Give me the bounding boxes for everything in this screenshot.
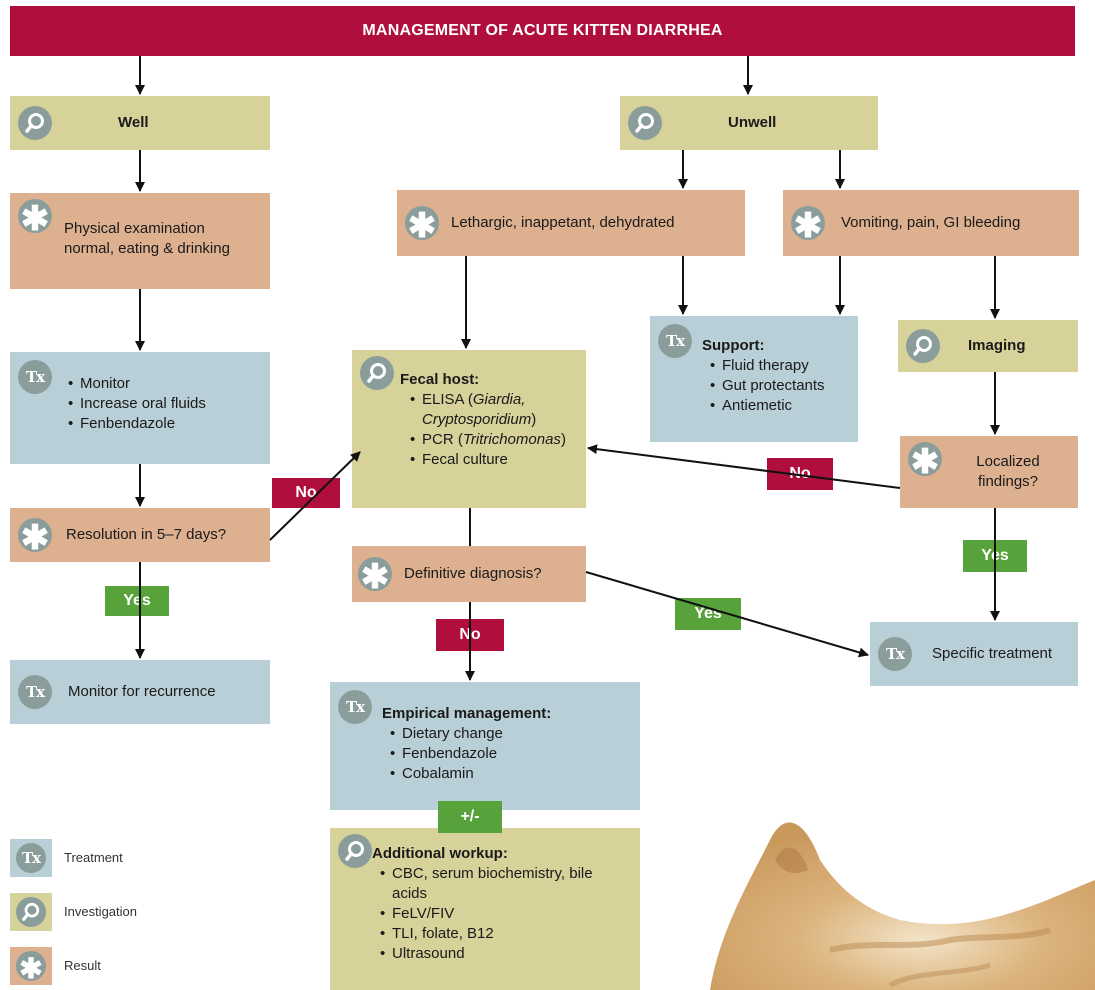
additional-list: CBC, serum biochemistry, bile acids FeLV… <box>374 864 602 964</box>
list-item: PCR (Tritrichomonas) <box>410 430 566 450</box>
monitor-treatment-box: Tx Monitor Increase oral fluids Fenbenda… <box>10 352 270 464</box>
empirical-list: Dietary change Fenbendazole Cobalamin <box>384 724 551 784</box>
well-label: Well <box>118 114 149 131</box>
unwell-label: Unwell <box>728 114 777 131</box>
resolution-box: ✱ Resolution in 5–7 days? <box>10 508 270 562</box>
support-list: Fluid therapy Gut protectants Antiemetic <box>704 356 825 416</box>
treatment-icon: Tx <box>16 843 46 873</box>
lethargic-box: ✱ Lethargic, inappetant, dehydrated <box>397 190 745 256</box>
monitor-recurrence-text: Monitor for recurrence <box>68 683 216 700</box>
support-title: Support: <box>702 337 765 354</box>
list-item: Antiemetic <box>710 396 825 416</box>
result-icon: ✱ <box>16 951 46 984</box>
investigation-icon <box>360 356 394 390</box>
treatment-icon: Tx <box>338 690 372 724</box>
investigation-icon <box>628 106 662 140</box>
specific-treatment-box: Tx Specific treatment <box>870 622 1078 686</box>
legend-investigation-label: Investigation <box>64 904 137 919</box>
localized-findings-text: Localized findings? <box>976 453 1040 490</box>
result-icon: ✱ <box>358 557 392 594</box>
yes-tag: Yes <box>105 586 169 616</box>
plus-minus-tag: +/- <box>438 801 502 833</box>
list-item: Ultrasound <box>380 944 602 964</box>
specific-treatment-text: Specific treatment <box>932 645 1053 662</box>
list-item: Monitor <box>68 374 206 394</box>
list-item: FeLV/FIV <box>380 904 602 924</box>
physical-exam-box: ✱ Physical examination normal, eating & … <box>10 193 270 289</box>
arrow <box>585 571 869 658</box>
monitor-list: Monitor Increase oral fluids Fenbendazol… <box>62 374 206 434</box>
result-icon: ✱ <box>791 206 825 243</box>
support-box: Tx Support: Fluid therapy Gut protectant… <box>650 316 858 442</box>
lethargic-text: Lethargic, inappetant, dehydrated <box>451 214 675 231</box>
legend-result: ✱ Result <box>10 946 170 986</box>
yes-tag: Yes <box>675 598 741 630</box>
result-icon: ✱ <box>18 518 52 555</box>
investigation-icon <box>16 897 46 927</box>
list-item: Dietary change <box>390 724 551 744</box>
well-box: Well <box>10 96 270 150</box>
unwell-box: Unwell <box>620 96 878 150</box>
fecal-host-box: Fecal host: ELISA (Giardia,Cryptosporidi… <box>352 350 586 508</box>
localized-findings-box: ✱ Localized findings? <box>900 436 1078 508</box>
list-item: Fluid therapy <box>710 356 825 376</box>
investigation-icon <box>906 329 940 363</box>
imaging-box: Imaging <box>898 320 1078 372</box>
arrow <box>269 451 361 541</box>
physical-exam-text: Physical examination normal, eating & dr… <box>64 220 230 257</box>
result-icon: ✱ <box>405 206 439 243</box>
flowchart-title: MANAGEMENT OF ACUTE KITTEN DIARRHEA <box>10 6 1075 56</box>
treatment-icon: Tx <box>878 637 912 671</box>
list-item: Fenbendazole <box>390 744 551 764</box>
monitor-recurrence-box: Tx Monitor for recurrence <box>10 660 270 724</box>
legend-result-label: Result <box>64 958 101 973</box>
list-item: Fenbendazole <box>68 414 206 434</box>
definitive-diagnosis-text: Definitive diagnosis? <box>404 565 542 582</box>
additional-workup-box: Additional workup: CBC, serum biochemist… <box>330 828 640 990</box>
list-item: Gut protectants <box>710 376 825 396</box>
vomiting-box: ✱ Vomiting, pain, GI bleeding <box>783 190 1079 256</box>
empirical-title: Empirical management: <box>382 705 552 722</box>
investigation-icon <box>18 106 52 140</box>
definitive-diagnosis-box: ✱ Definitive diagnosis? <box>352 546 586 602</box>
treatment-icon: Tx <box>658 324 692 358</box>
result-icon: ✱ <box>908 442 942 479</box>
legend-treatment: Tx Treatment <box>10 838 170 878</box>
legend-investigation: Investigation <box>10 892 170 932</box>
list-item: ELISA (Giardia,Cryptosporidium) <box>410 390 566 430</box>
investigation-icon <box>338 834 372 868</box>
legend-result-swatch: ✱ <box>10 947 52 985</box>
legend-treatment-label: Treatment <box>64 850 123 865</box>
empirical-management-box: Tx Empirical management: Dietary change … <box>330 682 640 810</box>
imaging-label: Imaging <box>968 337 1026 354</box>
legend-investigation-swatch <box>10 893 52 931</box>
list-item: TLI, folate, B12 <box>380 924 602 944</box>
list-item: Fecal culture <box>410 450 566 470</box>
legend-treatment-swatch: Tx <box>10 839 52 877</box>
resolution-text: Resolution in 5–7 days? <box>66 526 227 543</box>
vomiting-text: Vomiting, pain, GI bleeding <box>841 214 1021 231</box>
additional-title: Additional workup: <box>372 845 508 862</box>
treatment-icon: Tx <box>18 675 52 709</box>
arrow <box>587 444 901 489</box>
kitten-illustration <box>710 822 1095 990</box>
result-icon: ✱ <box>18 199 52 236</box>
fecal-host-title: Fecal host: <box>400 371 480 388</box>
list-item: Increase oral fluids <box>68 394 206 414</box>
treatment-icon: Tx <box>18 360 52 394</box>
list-item: CBC, serum biochemistry, bile acids <box>380 864 602 904</box>
no-tag: No <box>767 458 833 490</box>
fecal-host-list: ELISA (Giardia,Cryptosporidium) PCR (Tri… <box>404 390 566 470</box>
list-item: Cobalamin <box>390 764 551 784</box>
